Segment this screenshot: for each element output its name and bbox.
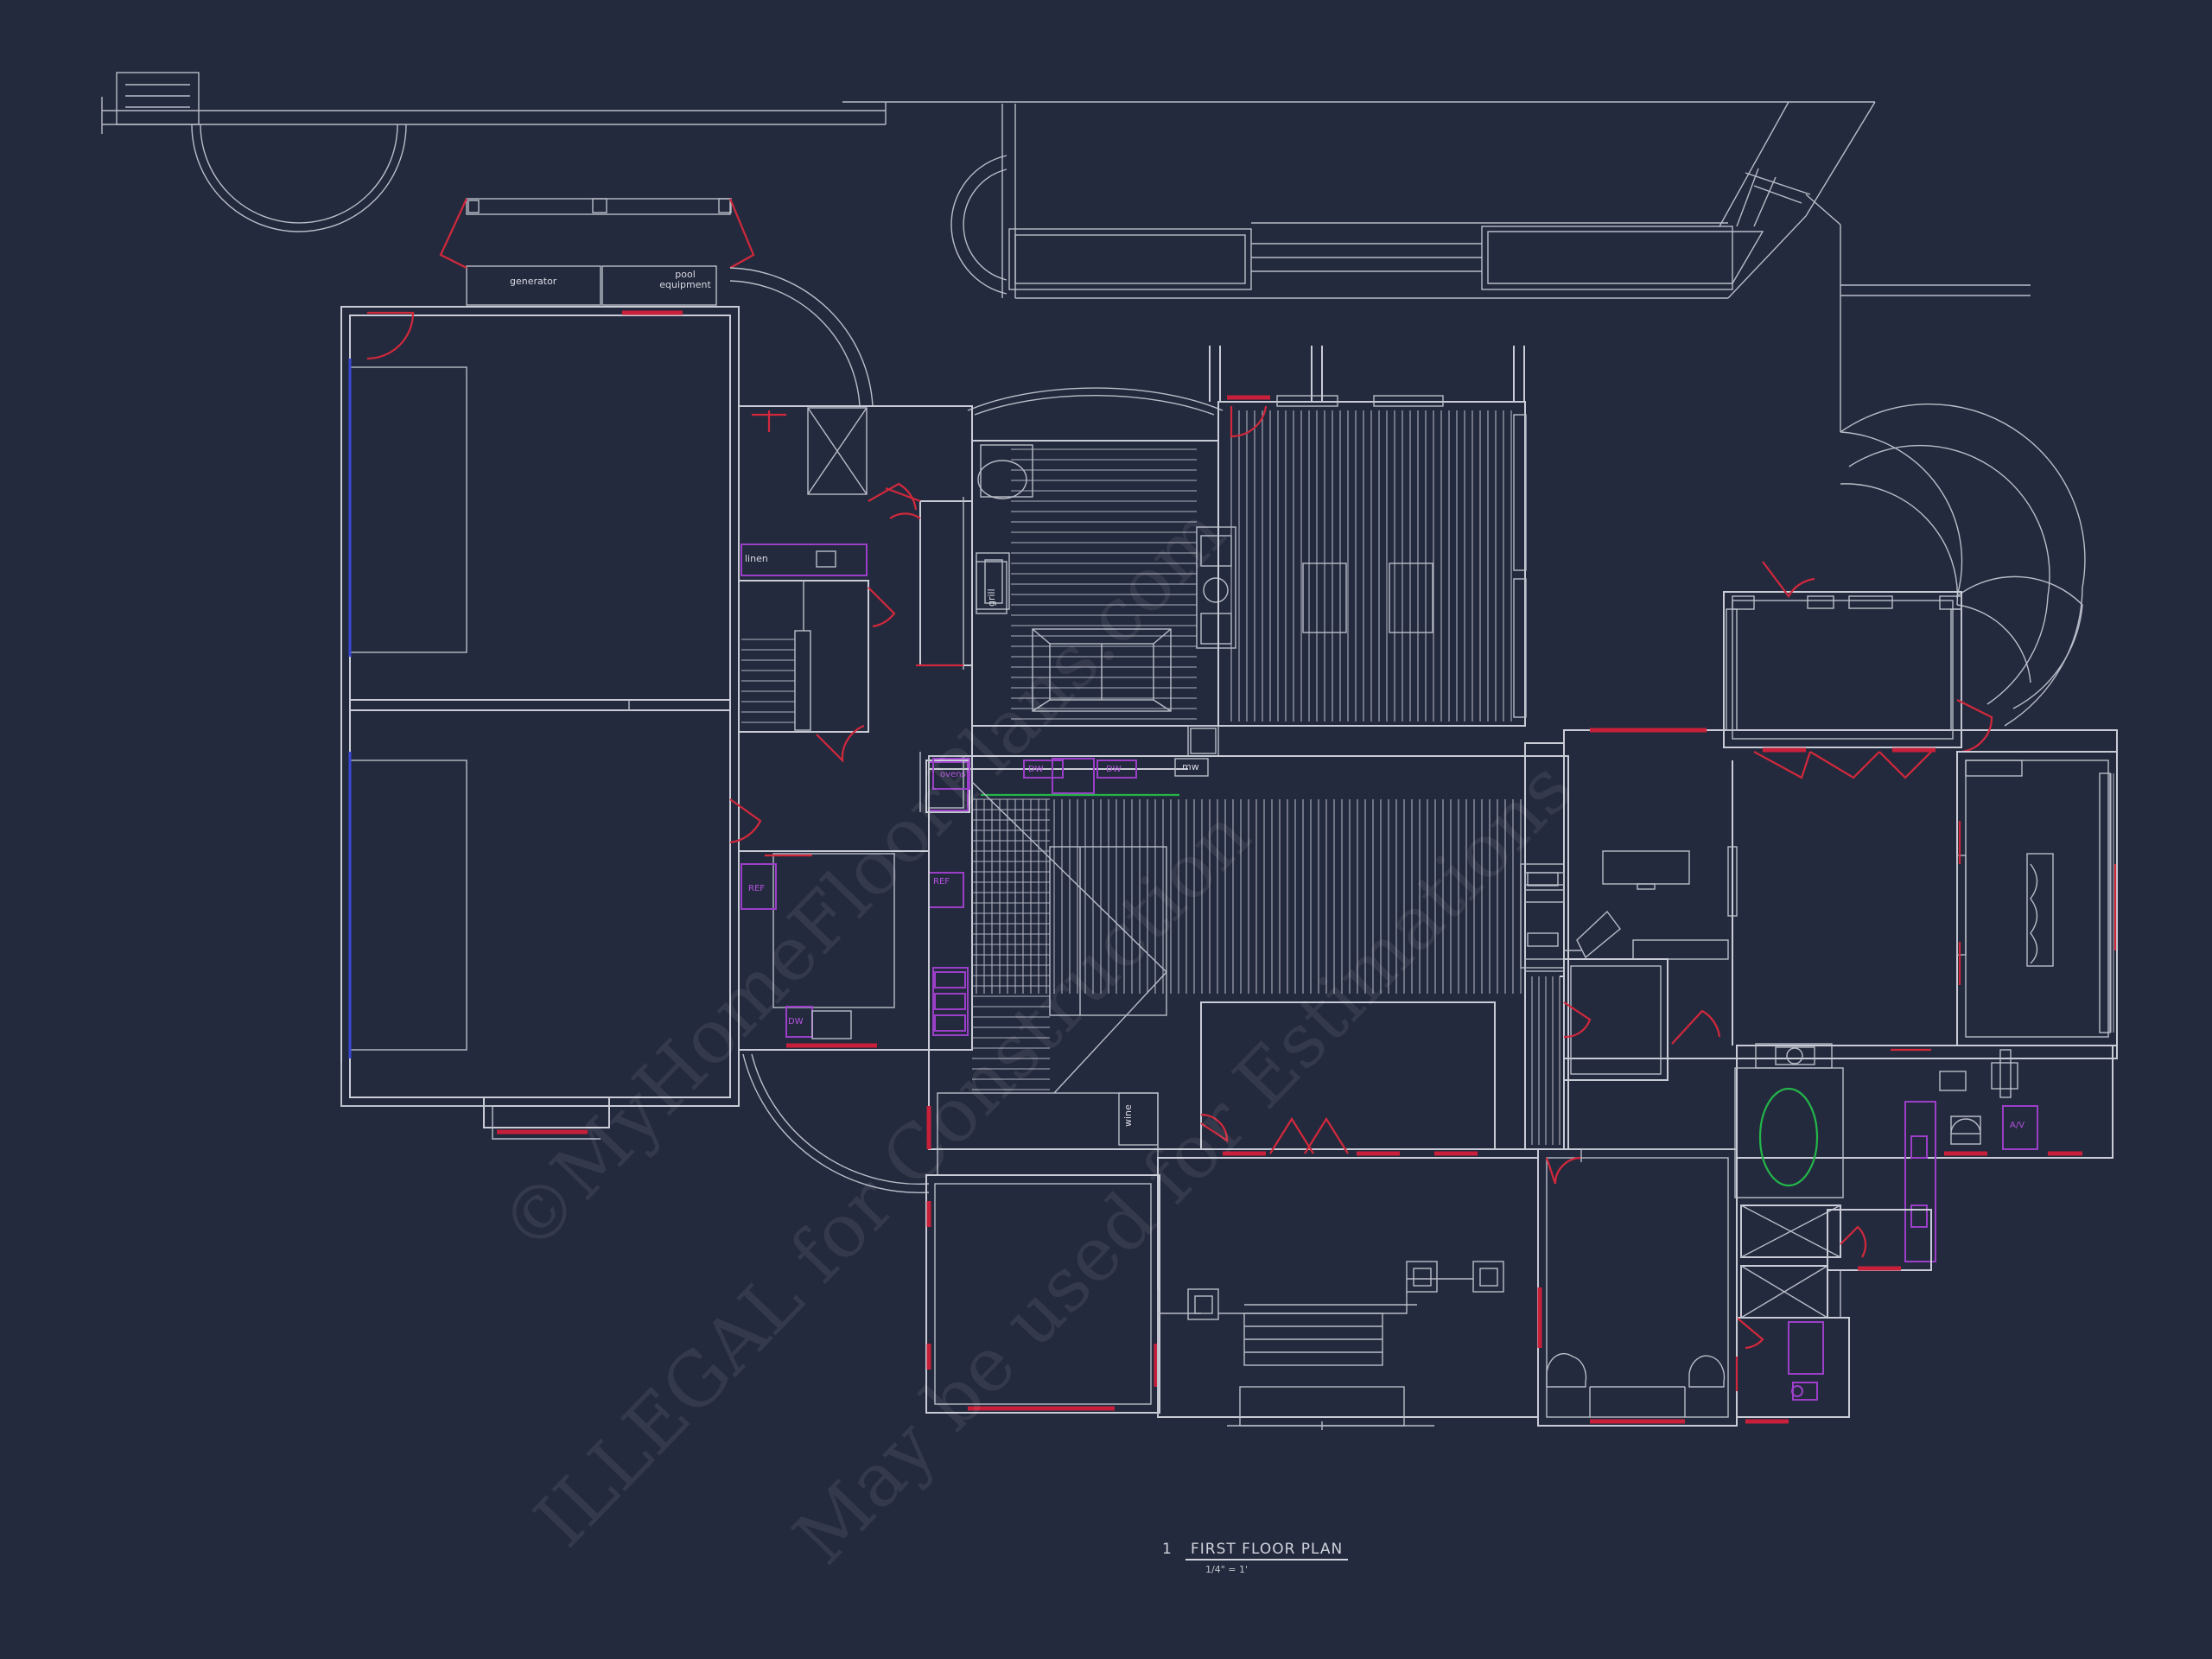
label-ovens: ovens — [940, 770, 966, 779]
mud-stair-core — [729, 405, 973, 1193]
front-wing — [925, 1157, 1539, 1430]
label-av: A/V — [2010, 1121, 2025, 1130]
label-grill: grill — [986, 588, 997, 607]
master-wing — [1524, 561, 2118, 1427]
label-dw-3: DW — [1106, 765, 1122, 774]
hearth-room — [967, 387, 1236, 757]
plan-scale: 1/4" = 1' — [1205, 1564, 1248, 1575]
great-room — [1209, 346, 1527, 727]
label-linen: linen — [745, 553, 768, 564]
label-mw: mw — [1182, 761, 1199, 772]
label-generator: generator — [510, 276, 557, 287]
label-dw-2: DW — [1028, 765, 1044, 774]
label-dw-1: DW — [788, 1017, 804, 1027]
site-outline — [101, 72, 2086, 727]
plan-title-number: 1 — [1162, 1541, 1172, 1558]
plan-title: FIRST FLOOR PLAN — [1185, 1541, 1349, 1560]
kitchen-dining — [919, 742, 1569, 1176]
label-ref-2: REF — [933, 877, 950, 887]
label-ref-1: REF — [748, 884, 766, 893]
garage-wing — [340, 198, 874, 1140]
label-wine: wine — [1122, 1104, 1134, 1127]
label-pool-equipment: pool equipment — [659, 269, 711, 290]
